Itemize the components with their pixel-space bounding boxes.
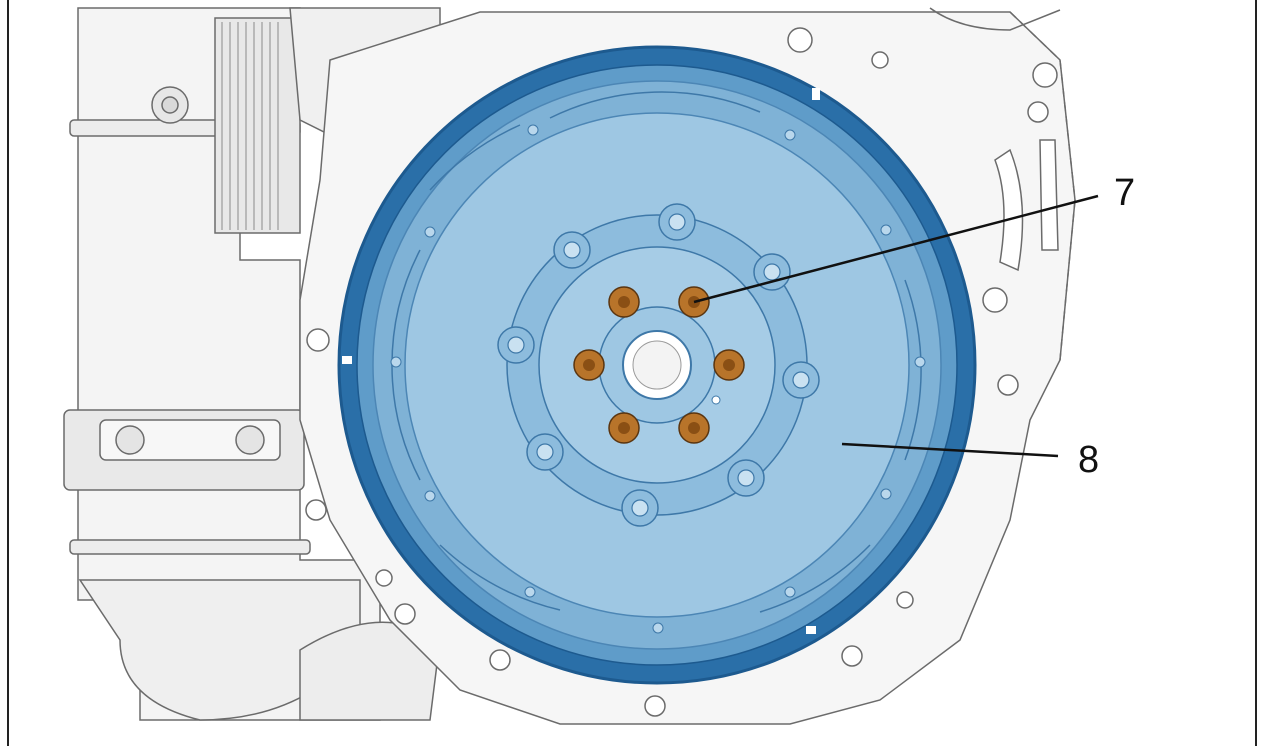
hub-locating-dot [711,395,721,405]
top-right-hose [929,7,1061,31]
hub-lobe-holes [507,213,810,517]
pulley [214,17,301,234]
hub-center-bore-inner [632,340,682,390]
leader-line-7 [693,194,1099,304]
flywheel-arc-segments [391,91,922,613]
pulley-grooves [221,22,279,230]
right-rib-2 [994,148,1024,272]
flywheel-hub [497,203,820,527]
bolt-head-upper-left-inner [161,96,179,114]
ring-notch-left [342,356,352,364]
clamp-bracket [99,419,281,461]
callouts: 7 8 [693,172,1135,481]
adapter-plate-dashed-edge [1009,11,1076,361]
mounting-holes [305,27,1058,717]
right-rib-1 [1039,139,1059,251]
flywheel-illustration [337,45,977,685]
callout-number-8: 8 [1078,439,1099,481]
ring-notch-top [812,88,820,100]
housing-band-lower [69,539,311,555]
bolt-sockets [583,296,735,434]
ring-notch-bottom [806,626,816,634]
flywheel-rivets [390,124,926,634]
clamp-bolt-left [115,425,145,455]
callout-number-7: 7 [1114,172,1135,214]
leader-line-8 [841,442,1059,458]
clamp-bolt-right [235,425,265,455]
